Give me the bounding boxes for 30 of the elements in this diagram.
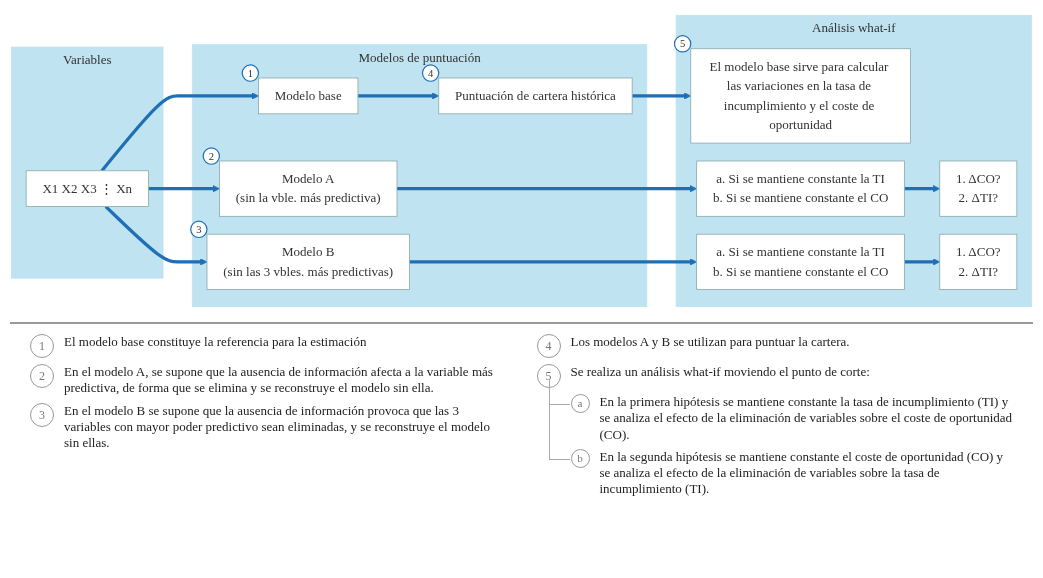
- node-box: Modelo A (sin la vble. más predictiva): [219, 160, 398, 217]
- step-number: 5: [673, 35, 692, 53]
- step-number: 4: [421, 64, 440, 82]
- arrow: [397, 185, 697, 193]
- arrow: [632, 92, 692, 100]
- note-text: En la segunda hipótesis se mantiene constante el coste de oportunidad (CO) y se analiza el efecto de la eliminación de variables sobre la tasa de incumplimiento (TI).: [599, 448, 1005, 498]
- note-text: Los modelos A y B se utilizan para puntuar la cartera.: [570, 334, 850, 351]
- step-number: 1: [241, 64, 260, 82]
- note-text: En el modelo A, se supone que la ausencia de información afecta a la variable más predictiva, de forma que se elimina y se reconstruye el modelo sin ella.: [64, 364, 494, 397]
- node-box: Modelo B (sin las 3 vbles. más predictivas): [206, 233, 410, 290]
- step-number: 2: [202, 147, 221, 165]
- node-box: Puntuación de cartera histórica: [438, 77, 633, 115]
- step-number: 3: [190, 220, 208, 239]
- node-box: El modelo base sirve para calcular las variaciones en la tasa de incumplimiento y el coste de oportunidad: [690, 48, 911, 144]
- node-box: a. Si se mantiene constante la TI b. Si se mantiene constante el CO: [696, 233, 905, 290]
- note-text: El modelo base constituye la referencia para la estimación: [64, 334, 367, 351]
- note-text: Se realiza un análisis what-if moviendo el punto de corte:: [570, 364, 870, 381]
- arrow: [148, 185, 220, 193]
- node-box: 1. ΔCO? 2. ΔTI?: [939, 160, 1018, 217]
- arrow: [357, 92, 440, 100]
- arrow: [409, 258, 697, 266]
- arrow: [904, 185, 941, 193]
- node-box: X1 X2 X3 ⋮ Xn: [25, 170, 149, 207]
- note-text: En la primera hipótesis se mantiene constante la tasa de incumplimiento (TI) y se analiza el efecto de la eliminación de variables sobre el coste de oportunidad (CO).: [599, 394, 1013, 443]
- node-box: Modelo base: [258, 77, 359, 115]
- note-text: En el modelo B se supone que la ausencia de información provoca que las 3 variables con mayor poder predictivo sean eliminadas, y se reconstruye el modelo sin ellas.: [64, 402, 491, 452]
- arrow: [904, 258, 941, 266]
- arrow: [100, 92, 259, 172]
- node-box: a. Si se mantiene constante la TI b. Si se mantiene constante el CO: [696, 160, 905, 217]
- node-box: 1. ΔCO? 2. ΔTI?: [939, 233, 1018, 290]
